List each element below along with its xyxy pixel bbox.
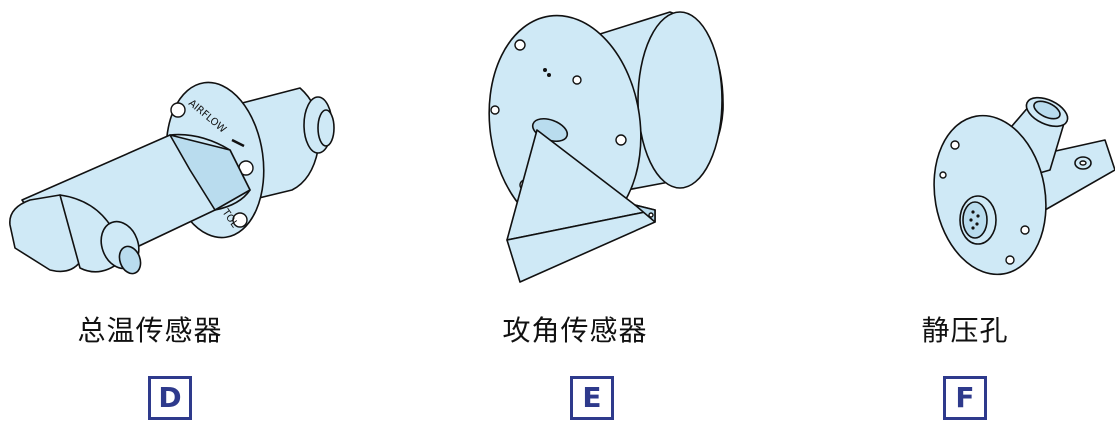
static-pressure-port-illustration: [933, 96, 1115, 276]
caption-angle-of-attack-sensor: 攻角传感器: [502, 314, 648, 347]
panel-angle-of-attack-sensor: 攻角传感器 E: [425, 0, 725, 435]
caption-total-temperature-sensor: 总温传感器: [77, 314, 223, 347]
total-temperature-sensor-illustration: AIRFLOW TOL: [9, 81, 335, 275]
badge-f: F: [943, 376, 987, 420]
panel-static-pressure-port: 静压孔 F: [815, 0, 1115, 435]
panel-total-temperature-sensor: AIRFLOW TOL 总温传感器 D: [0, 0, 335, 435]
airflow-arrow-icon: [231, 138, 245, 148]
angle-of-attack-sensor-illustration: [488, 11, 724, 283]
badge-e: E: [570, 376, 614, 420]
caption-static-pressure-port: 静压孔: [921, 314, 1009, 347]
badge-d: D: [148, 376, 192, 420]
